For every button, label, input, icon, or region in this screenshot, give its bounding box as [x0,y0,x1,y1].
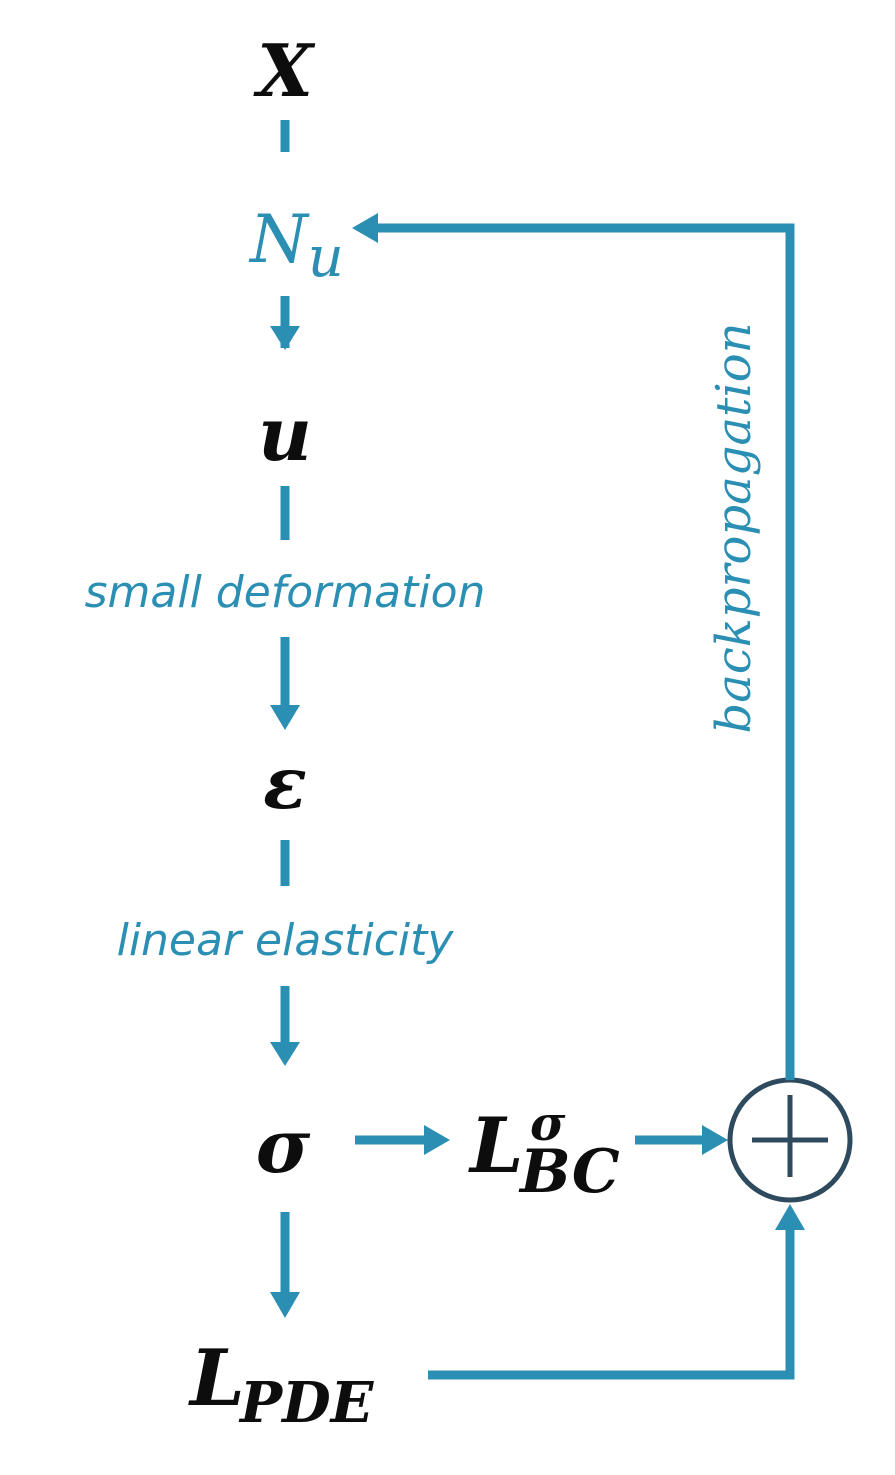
node-nu-base: N [248,201,310,278]
node-lbc-sup: σ [530,1096,566,1152]
arrowhead-nu [352,213,378,243]
node-sigma: σ [256,1104,311,1190]
arrowhead-lpde [270,1292,300,1318]
arrowhead-nu-u [270,326,300,350]
node-nu-sub: u [308,225,344,290]
arrowhead-epsilon [270,705,300,730]
node-u: u [258,392,312,478]
backpropagation-path [372,223,795,1080]
label-small-deformation: small deformation [85,567,486,618]
node-epsilon: ε [263,740,307,825]
arrow-lpde-sum [428,1225,795,1380]
node-lpde-sub: PDE [238,1370,375,1436]
circled-plus-icon [727,1077,853,1203]
node-x: X [253,28,316,113]
node-lpde: L [188,1333,245,1424]
arrowhead-sigma [270,1042,300,1066]
arrowhead-lbc [424,1125,450,1155]
arrowhead-sum-bottom [775,1204,805,1230]
label-linear-elasticity: linear elasticity [117,915,455,966]
node-lbc-sub: BC [518,1137,620,1207]
node-lbc: L [468,1101,523,1190]
node-lbc-base: L [468,1101,523,1190]
label-backpropagation: backpropagation [706,322,762,733]
node-lpde-base: L [188,1333,245,1424]
arrowhead-sum-left [702,1125,728,1155]
node-nu: Nu [248,201,344,290]
